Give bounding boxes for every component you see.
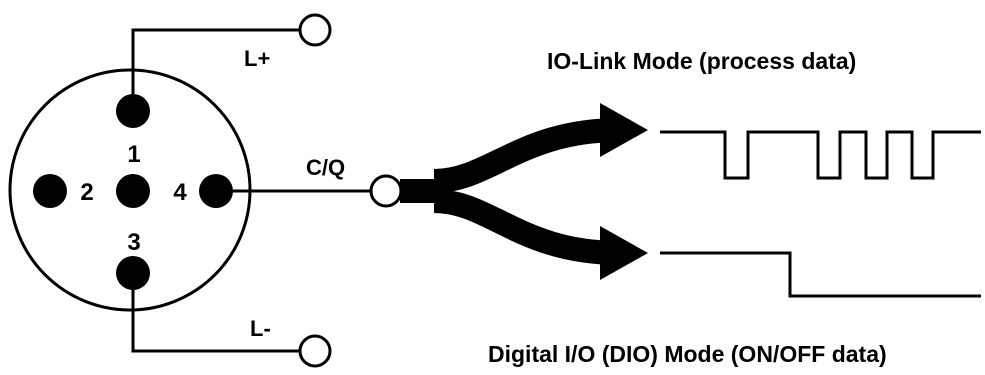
l-minus-terminal [298, 334, 332, 368]
iolink-waveform [660, 130, 981, 180]
pin-1 [116, 94, 150, 128]
pin-1-label: 1 [127, 141, 140, 168]
pin-2 [33, 174, 67, 208]
pin-4 [199, 174, 233, 208]
cq-label: C/Q [306, 155, 345, 180]
dio-mode-title: Digital I/O (DIO) Mode (ON/OFF data) [488, 341, 887, 367]
l-plus-terminal [298, 13, 332, 47]
pin-3 [116, 256, 150, 290]
lower-branch-arrow [433, 189, 621, 265]
l-plus-wire [131, 28, 300, 94]
pin-4-label: 4 [173, 179, 187, 206]
l-plus-label: L+ [244, 46, 270, 71]
cq-terminal [369, 174, 403, 208]
upper-branch-arrow [433, 118, 621, 193]
pin-center [116, 174, 150, 208]
dio-waveform [660, 251, 981, 298]
l-minus-label: L- [250, 316, 271, 341]
pin-3-label: 3 [127, 229, 140, 256]
pin-2-label: 2 [80, 179, 93, 206]
iolink-mode-title: IO-Link Mode (process data) [547, 48, 856, 74]
split-arrow-stem [400, 179, 436, 203]
lower-arrow-head [600, 226, 648, 280]
l-minus-wire [131, 290, 300, 353]
upper-arrow-head [600, 103, 648, 157]
